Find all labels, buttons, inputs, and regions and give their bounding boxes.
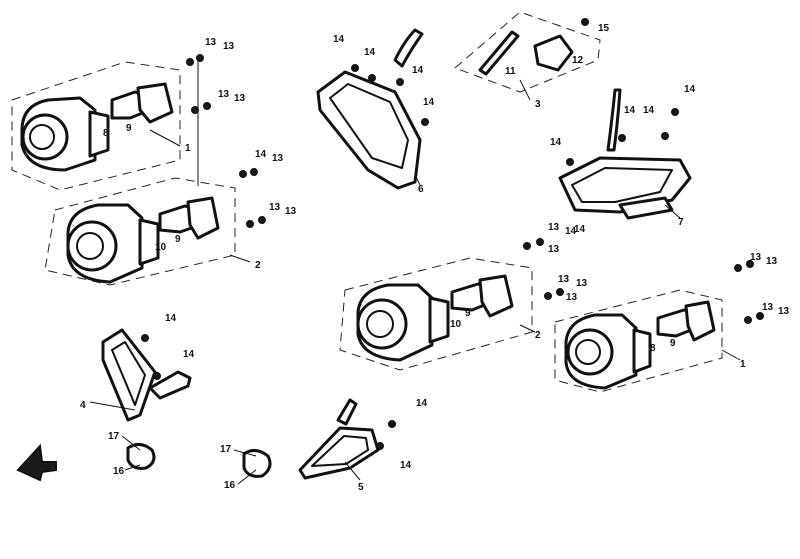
callout-5: 5	[358, 482, 364, 493]
callout-13: 13	[234, 93, 246, 104]
callout-14: 14	[565, 226, 577, 237]
callout-13: 13	[778, 306, 790, 317]
headlight-assembly-1-right	[554, 260, 764, 393]
tail-lamp-6	[316, 28, 429, 190]
callout-1: 1	[185, 143, 191, 154]
callout-14: 14	[165, 313, 177, 324]
clip-16-right	[242, 449, 272, 478]
callout-2: 2	[535, 330, 541, 341]
callout-14: 14	[364, 47, 376, 58]
callout-13: 13	[205, 37, 217, 48]
callout-11: 11	[505, 66, 516, 77]
callout-13: 13	[750, 252, 762, 263]
callout-3: 3	[535, 99, 541, 110]
tail-lamp-7	[558, 88, 692, 220]
callout-13: 13	[576, 278, 588, 289]
callout-13: 13	[558, 274, 570, 285]
callout-13: 13	[566, 292, 578, 303]
callout-17: 17	[220, 444, 232, 455]
callout-17: 17	[108, 431, 120, 442]
side-lamp-4	[101, 328, 192, 422]
callout-13: 13	[269, 202, 281, 213]
headlight-assembly-2-left	[44, 168, 266, 286]
callout-16: 16	[113, 466, 125, 477]
callout-15: 15	[598, 23, 610, 34]
callout-14: 14	[550, 137, 562, 148]
callout-9: 9	[126, 123, 132, 134]
bracket-assembly-3	[454, 11, 601, 93]
callout-4: 4	[80, 400, 86, 411]
callout-6: 6	[418, 184, 424, 195]
callout-8: 8	[103, 128, 109, 139]
callout-16: 16	[224, 480, 236, 491]
callout-9: 9	[670, 338, 676, 349]
headlight-assembly-2-center	[339, 238, 564, 371]
callout-10: 10	[155, 242, 167, 253]
callout-13: 13	[285, 206, 297, 217]
callout-14: 14	[684, 84, 696, 95]
callout-9: 9	[465, 308, 471, 319]
callout-2: 2	[255, 260, 261, 271]
callout-14: 14	[423, 97, 435, 108]
callout-7: 7	[678, 217, 684, 228]
callout-14: 14	[255, 149, 267, 160]
callout-1: 1	[740, 359, 746, 370]
callout-14: 14	[333, 34, 345, 45]
callout-14: 14	[574, 224, 586, 235]
front-arrow-icon	[16, 443, 57, 482]
callout-13: 13	[272, 153, 284, 164]
callout-13: 13	[218, 89, 230, 100]
side-lamp-5	[298, 398, 396, 480]
callout-14: 14	[400, 460, 412, 471]
callout-13: 13	[766, 256, 778, 267]
callout-14: 14	[624, 105, 636, 116]
clip-16-left	[126, 443, 156, 470]
callout-14: 14	[416, 398, 428, 409]
callout-9: 9	[175, 234, 181, 245]
callout-8: 8	[650, 343, 656, 354]
callout-12: 12	[572, 55, 584, 66]
leader-lines	[89, 58, 741, 485]
callout-14: 14	[643, 105, 655, 116]
callout-13: 13	[762, 302, 774, 313]
callout-13: 13	[548, 222, 560, 233]
callout-14: 14	[412, 65, 424, 76]
headlight-assembly-1-left	[11, 54, 211, 191]
callout-10: 10	[450, 319, 462, 330]
callout-13: 13	[548, 244, 560, 255]
callout-14: 14	[183, 349, 195, 360]
callout-labels: 1 1 2 2 3 4 5 6 7 8 8 9 9 9 9 10 10 11 1…	[80, 23, 790, 493]
callout-13: 13	[223, 41, 235, 52]
